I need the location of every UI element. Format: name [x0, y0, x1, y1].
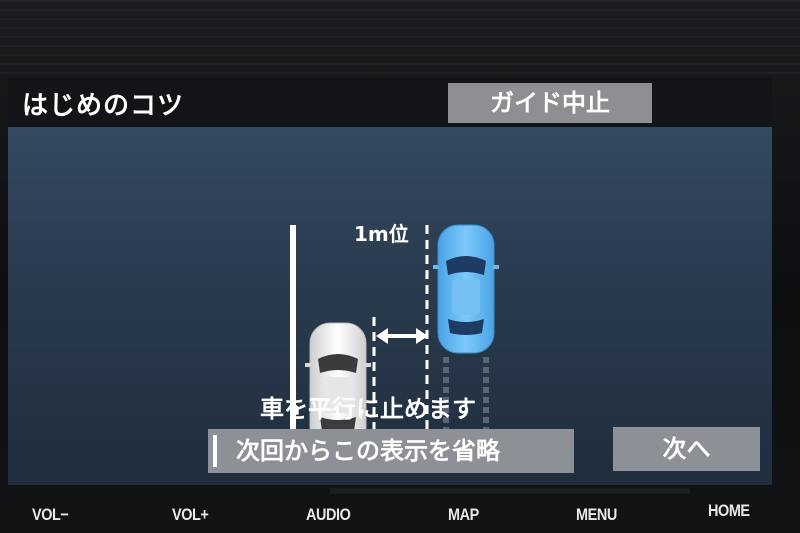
next-button[interactable]: 次へ: [613, 427, 760, 471]
display-screen: はじめのコツ ガイド中止: [8, 77, 772, 485]
checkbox-indicator: [213, 435, 217, 467]
skip-next-time-label: 次回からこの表示を省略: [236, 437, 500, 465]
parked-car-icon: [305, 322, 371, 448]
distance-label: 1m位: [354, 222, 409, 246]
audio-button[interactable]: AUDIO: [306, 505, 351, 524]
skip-next-time-button[interactable]: 次回からこの表示を省略: [208, 429, 574, 473]
hardware-button-bar: VOL− VOL+ AUDIO MAP MENU HOME: [0, 495, 800, 533]
parking-guide-illustration-area: 1m位 車を平行に止めます 次回からこの表示を省略 次へ: [8, 127, 772, 485]
screen-reflection: [330, 488, 690, 494]
title-bar: はじめのコツ ガイド中止: [8, 77, 772, 127]
curb-line: [290, 225, 296, 449]
own-car-icon: [433, 224, 499, 354]
vol-up-button[interactable]: VOL+: [172, 505, 209, 524]
page-title: はじめのコツ: [22, 91, 185, 121]
bezel-top: [0, 0, 800, 80]
double-arrow-horizontal-icon: [376, 328, 428, 344]
map-button[interactable]: MAP: [448, 505, 479, 524]
instruction-text: 車を平行に止めます: [260, 395, 476, 423]
vol-down-button[interactable]: VOL−: [32, 505, 69, 524]
home-button[interactable]: HOME: [708, 501, 750, 520]
menu-button[interactable]: MENU: [576, 505, 617, 524]
stop-guide-button[interactable]: ガイド中止: [448, 83, 652, 123]
